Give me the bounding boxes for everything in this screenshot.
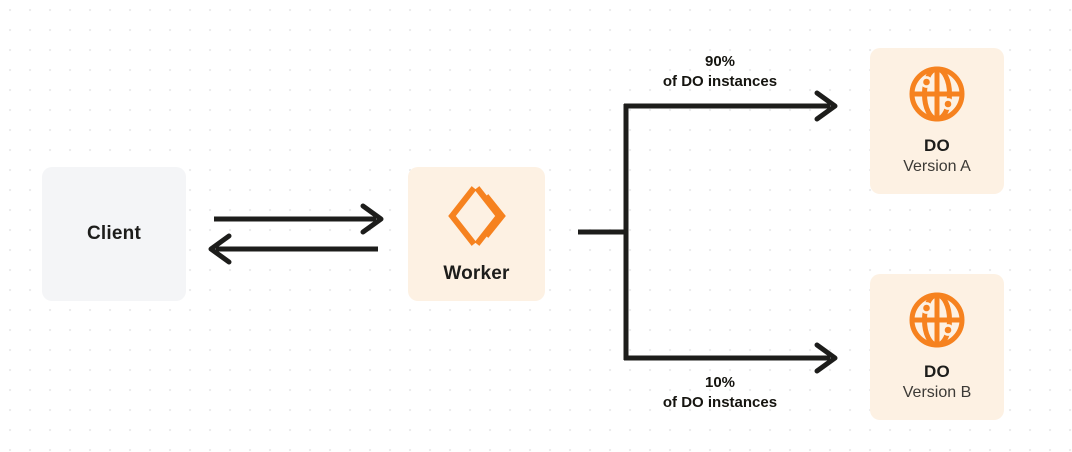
edge-label-do-a-text: of DO instances: [662, 73, 778, 91]
globe-icon: [909, 66, 965, 122]
node-worker: Worker: [408, 167, 545, 301]
edge-label-do-b-text: of DO instances: [662, 394, 778, 412]
node-do-b-label: DO: [923, 361, 951, 381]
edge-label-do-a-percent: 90%: [704, 53, 736, 70]
arrow-worker-to-do-b: [624, 342, 838, 374]
node-worker-label: Worker: [443, 263, 510, 285]
node-client-label: Client: [87, 223, 141, 245]
edge-label-do-b-percent: 10%: [704, 374, 736, 391]
cloudflare-workers-icon: [447, 186, 506, 246]
globe-icon: [909, 292, 965, 348]
edge-label-do-b: 10% of DO instances: [600, 373, 840, 414]
node-do-b-sublabel: Version B: [902, 384, 972, 402]
node-do-version-b: DO Version B: [870, 274, 1004, 420]
edge-label-do-a: 90% of DO instances: [600, 52, 840, 93]
node-client: Client: [42, 167, 186, 301]
node-do-a-label: DO: [923, 135, 951, 155]
node-do-version-a: DO Version A: [870, 48, 1004, 194]
arrow-worker-to-client: [208, 233, 378, 265]
arrow-client-to-worker: [214, 203, 384, 235]
arrow-worker-to-do-a: [624, 90, 838, 122]
branch-connector: [578, 104, 629, 360]
node-do-a-sublabel: Version A: [903, 158, 971, 176]
